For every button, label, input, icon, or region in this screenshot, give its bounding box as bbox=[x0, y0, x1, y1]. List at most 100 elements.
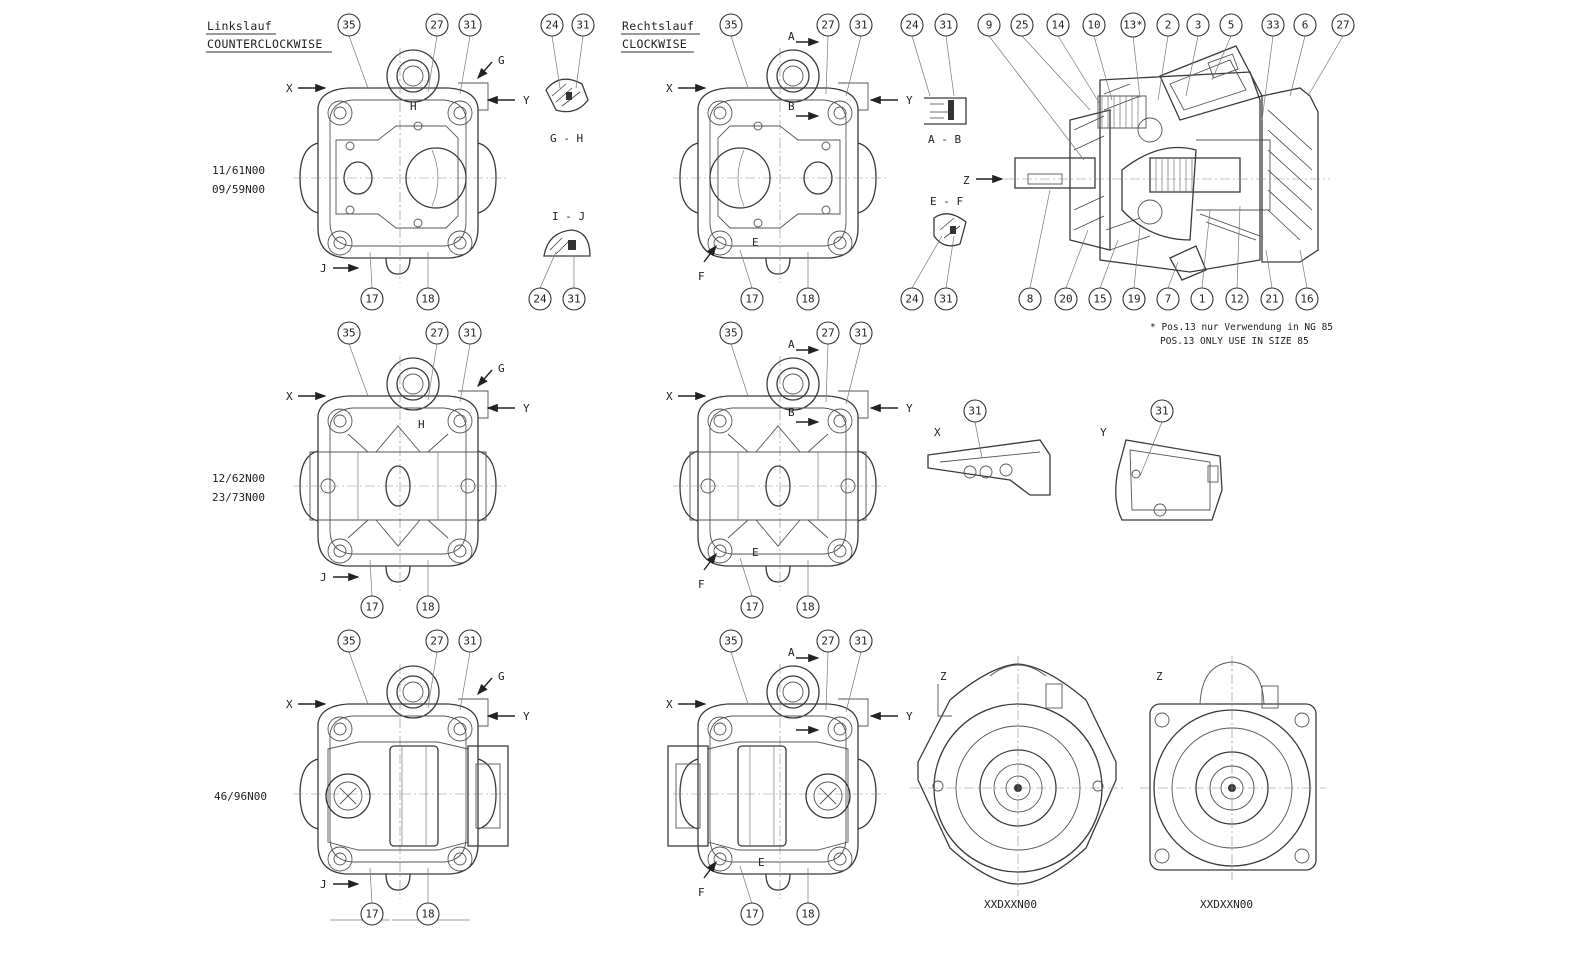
view-letter-g: G bbox=[498, 362, 505, 375]
svg-text:20: 20 bbox=[1059, 293, 1072, 306]
view-ccw-row1 bbox=[292, 47, 509, 284]
svg-text:31: 31 bbox=[1155, 405, 1168, 418]
front-view-square-caption: XXDXXN00 bbox=[1200, 898, 1253, 911]
callout-24: 24 bbox=[528, 287, 552, 311]
front-view-sae-caption: XXDXXN00 bbox=[984, 898, 1037, 911]
svg-text:27: 27 bbox=[821, 19, 834, 32]
view-letter-y: Y bbox=[906, 710, 913, 723]
svg-text:33: 33 bbox=[1266, 19, 1279, 32]
svg-text:35: 35 bbox=[724, 635, 737, 648]
callout-13: 13* bbox=[1120, 12, 1146, 38]
view-letter-h: H bbox=[410, 100, 417, 113]
svg-text:31: 31 bbox=[939, 19, 952, 32]
svg-text:27: 27 bbox=[821, 327, 834, 340]
view-letter-g: G bbox=[498, 54, 505, 67]
svg-text:18: 18 bbox=[421, 601, 434, 614]
view-letter-e: E bbox=[752, 546, 759, 559]
view-letter-j: J bbox=[320, 262, 327, 275]
callout-12: 12 bbox=[1225, 287, 1249, 311]
callout-27: 27 bbox=[425, 629, 449, 653]
callout-31: 31 bbox=[934, 287, 958, 311]
callout-24: 24 bbox=[900, 287, 924, 311]
svg-text:31: 31 bbox=[968, 405, 981, 418]
callout-20: 20 bbox=[1054, 287, 1078, 311]
front-view-sae-z: Z bbox=[940, 670, 947, 683]
svg-text:31: 31 bbox=[854, 327, 867, 340]
callout-35: 35 bbox=[337, 13, 361, 37]
row2-label-b: 23/73N00 bbox=[212, 491, 265, 504]
header-right-line1: Rechtslauf bbox=[622, 19, 694, 33]
front-view-sae bbox=[910, 656, 1126, 896]
view-letter-x: X bbox=[286, 390, 293, 403]
svg-text:35: 35 bbox=[342, 327, 355, 340]
svg-text:27: 27 bbox=[821, 635, 834, 648]
callout-17: 17 bbox=[360, 902, 384, 926]
view-z-label: Z bbox=[963, 174, 970, 187]
callout-31: 31 bbox=[849, 629, 873, 653]
front-view-square-z: Z bbox=[1156, 670, 1163, 683]
svg-text:17: 17 bbox=[365, 908, 378, 921]
callout-18: 18 bbox=[796, 595, 820, 619]
section-a-b-label: A - B bbox=[928, 133, 961, 146]
section-i-j-label: I - J bbox=[552, 210, 585, 223]
header-counterclockwise: Linkslauf COUNTERCLOCKWISE bbox=[206, 19, 332, 53]
callout-27: 27 bbox=[816, 13, 840, 37]
svg-text:31: 31 bbox=[939, 293, 952, 306]
svg-text:17: 17 bbox=[365, 601, 378, 614]
svg-text:19: 19 bbox=[1127, 293, 1140, 306]
callout-6: 6 bbox=[1293, 13, 1317, 37]
callout-17: 17 bbox=[740, 902, 764, 926]
callout-18: 18 bbox=[416, 902, 440, 926]
svg-text:18: 18 bbox=[421, 908, 434, 921]
svg-text:18: 18 bbox=[801, 293, 814, 306]
callout-9: 9 bbox=[977, 13, 1001, 37]
callout-18: 18 bbox=[796, 902, 820, 926]
svg-text:2: 2 bbox=[1165, 19, 1172, 32]
view-letter-x: X bbox=[666, 390, 673, 403]
callout-15: 15 bbox=[1088, 287, 1112, 311]
callout-18: 18 bbox=[416, 287, 440, 311]
view-letter-g: G bbox=[498, 670, 505, 683]
callout-17: 17 bbox=[360, 287, 384, 311]
header-left-line1: Linkslauf bbox=[207, 19, 272, 33]
callout-17: 17 bbox=[360, 595, 384, 619]
svg-text:17: 17 bbox=[745, 908, 758, 921]
view-letter-x: X bbox=[286, 82, 293, 95]
svg-text:18: 18 bbox=[801, 601, 814, 614]
svg-text:31: 31 bbox=[463, 635, 476, 648]
svg-text:35: 35 bbox=[724, 19, 737, 32]
svg-text:5: 5 bbox=[1228, 19, 1235, 32]
svg-text:24: 24 bbox=[905, 293, 919, 306]
callout-19: 19 bbox=[1122, 287, 1146, 311]
svg-text:7: 7 bbox=[1165, 293, 1172, 306]
callout-35: 35 bbox=[337, 629, 361, 653]
svg-text:12: 12 bbox=[1230, 293, 1243, 306]
svg-text:3: 3 bbox=[1195, 19, 1202, 32]
callout-27: 27 bbox=[425, 13, 449, 37]
svg-text:24: 24 bbox=[545, 19, 559, 32]
header-left-line2: COUNTERCLOCKWISE bbox=[207, 37, 323, 51]
footnote-line2: POS.13 ONLY USE IN SIZE 85 bbox=[1160, 336, 1309, 347]
row1-label-b: 09/59N00 bbox=[212, 183, 265, 196]
view-letter-x: X bbox=[666, 698, 673, 711]
svg-text:14: 14 bbox=[1051, 19, 1065, 32]
callout-35: 35 bbox=[719, 13, 743, 37]
view-letter-b: B bbox=[788, 406, 795, 419]
callout-27: 27 bbox=[816, 321, 840, 345]
callout-35: 35 bbox=[719, 321, 743, 345]
callout-bubbles: 35 27 31 24 31 17 18 24 31 35 27 31 24 3… bbox=[337, 12, 1355, 926]
sectional-view bbox=[1004, 45, 1330, 281]
callout-17: 17 bbox=[740, 595, 764, 619]
view-letter-y: Y bbox=[906, 402, 913, 415]
callout-17: 17 bbox=[740, 287, 764, 311]
callout-31: 31 bbox=[1150, 399, 1174, 423]
view-y-detail bbox=[1115, 439, 1223, 521]
view-letter-x: X bbox=[286, 698, 293, 711]
svg-text:21: 21 bbox=[1265, 293, 1278, 306]
svg-text:1: 1 bbox=[1199, 293, 1206, 306]
svg-text:18: 18 bbox=[801, 908, 814, 921]
svg-text:35: 35 bbox=[342, 635, 355, 648]
callout-7: 7 bbox=[1156, 287, 1180, 311]
callout-27: 27 bbox=[816, 629, 840, 653]
callout-27: 27 bbox=[1331, 13, 1355, 37]
